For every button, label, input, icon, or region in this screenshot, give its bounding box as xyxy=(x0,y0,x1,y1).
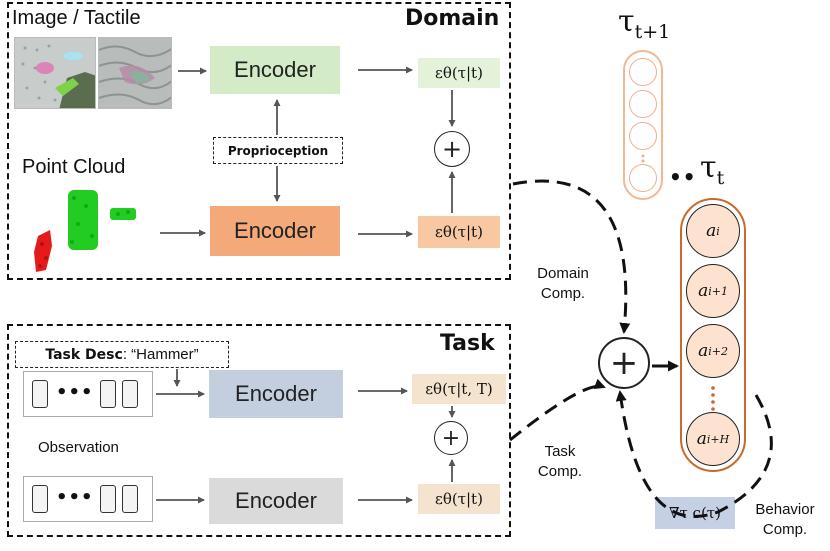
task-formula-bottom-text: εθ(τ|t) xyxy=(435,490,483,508)
action-token-sub: i+1 xyxy=(708,284,728,298)
column-ellipsis xyxy=(711,386,715,411)
tactile-image-art xyxy=(99,38,171,108)
gradient-cost-box: ∇τ c(τ) xyxy=(655,497,735,529)
proprioception-box: Proprioception xyxy=(213,137,343,164)
tau-current-column xyxy=(680,198,746,472)
task-desc-key: Task Desc xyxy=(45,346,123,363)
camera-image-art xyxy=(15,38,95,108)
task-comp-label: Task Comp. xyxy=(530,442,590,482)
camera-image xyxy=(14,37,96,109)
action-token-base: a xyxy=(698,341,709,361)
task-comp-line1: Task xyxy=(544,443,576,460)
encoder-point-cloud: Encoder xyxy=(210,206,340,256)
observation-label: Observation xyxy=(38,439,119,456)
between-tau-dots: •• xyxy=(669,165,697,189)
tau-current-label: τt xyxy=(700,150,724,189)
point-cloud-image xyxy=(34,190,136,272)
domain-formula-bottom: εθ(τ|t) xyxy=(418,216,500,248)
task-formula-top: εθ(τ|t, T) xyxy=(412,374,506,404)
observation-frame xyxy=(122,485,138,513)
domain-panel xyxy=(7,2,511,280)
encoder-image-tactile: Encoder xyxy=(210,46,340,94)
task-panel-title: Task xyxy=(440,331,495,356)
composition-plus-circle: + xyxy=(598,337,650,389)
encoder-observation: Encoder xyxy=(209,478,343,524)
task-plus-circle: + xyxy=(434,421,468,455)
task-description-box: Task Desc: “Hammer” xyxy=(15,341,229,368)
task-comp-arc xyxy=(509,378,606,442)
task-comp-line2: Comp. xyxy=(537,463,583,480)
tau-current-symbol: τ xyxy=(700,150,717,185)
ghost-token xyxy=(629,164,657,192)
action-token-sub: i+H xyxy=(706,432,730,446)
behavior-comp-line1: Behavior xyxy=(755,501,815,518)
domain-formula-bottom-text: εθ(τ|t) xyxy=(435,223,483,241)
tau-next-column xyxy=(623,50,663,200)
ghost-column-ellipsis xyxy=(641,154,645,163)
domain-comp-line1: Domain xyxy=(537,265,589,282)
tau-next-symbol: τ xyxy=(618,4,635,39)
observation-frame xyxy=(100,380,116,408)
behavior-comp-label: Behavior Comp. xyxy=(745,500,825,540)
observation-dots: ••• xyxy=(56,382,94,403)
ghost-token xyxy=(629,122,657,150)
domain-formula-top: εθ(τ|t) xyxy=(418,58,500,88)
tactile-image xyxy=(98,37,172,109)
observation-frame xyxy=(32,485,48,513)
tau-current-subscript: t xyxy=(716,167,725,189)
tau-next-subscript: t+1 xyxy=(634,21,671,43)
domain-comp-arc xyxy=(512,179,631,334)
encoder-task-description: Encoder xyxy=(209,370,343,418)
domain-comp-label: Domain Comp. xyxy=(528,264,598,304)
observation-dots: ••• xyxy=(56,487,94,508)
observation-strip-bottom: ••• xyxy=(23,476,153,522)
domain-plus-circle: + xyxy=(434,131,470,167)
observation-strip-top: ••• xyxy=(23,371,153,417)
gradient-cost-text: ∇τ c(τ) xyxy=(669,504,721,522)
ghost-token xyxy=(629,58,657,86)
behavior-comp-line2: Comp. xyxy=(762,521,808,538)
task-formula-bottom: εθ(τ|t) xyxy=(418,484,500,514)
action-token-base: a xyxy=(706,221,717,241)
domain-comp-line2: Comp. xyxy=(540,285,586,302)
domain-formula-top-text: εθ(τ|t) xyxy=(435,64,483,82)
action-token-base: a xyxy=(698,281,709,301)
observation-frame xyxy=(122,380,138,408)
point-cloud-label: Point Cloud xyxy=(22,156,126,178)
action-token-sub: i+2 xyxy=(708,344,728,358)
action-token-base: a xyxy=(696,429,707,449)
observation-frame xyxy=(32,380,48,408)
tau-next-label: τt+1 xyxy=(618,4,670,43)
task-panel xyxy=(7,324,511,537)
image-tactile-label: Image / Tactile xyxy=(12,7,141,29)
behavior-comp-arc xyxy=(615,390,773,518)
ghost-token xyxy=(629,90,657,118)
task-desc-value: : “Hammer” xyxy=(122,346,199,363)
domain-panel-title: Domain xyxy=(405,6,500,31)
task-formula-top-text: εθ(τ|t, T) xyxy=(425,380,493,398)
observation-frame xyxy=(100,485,116,513)
action-token-sub: i xyxy=(716,224,720,238)
